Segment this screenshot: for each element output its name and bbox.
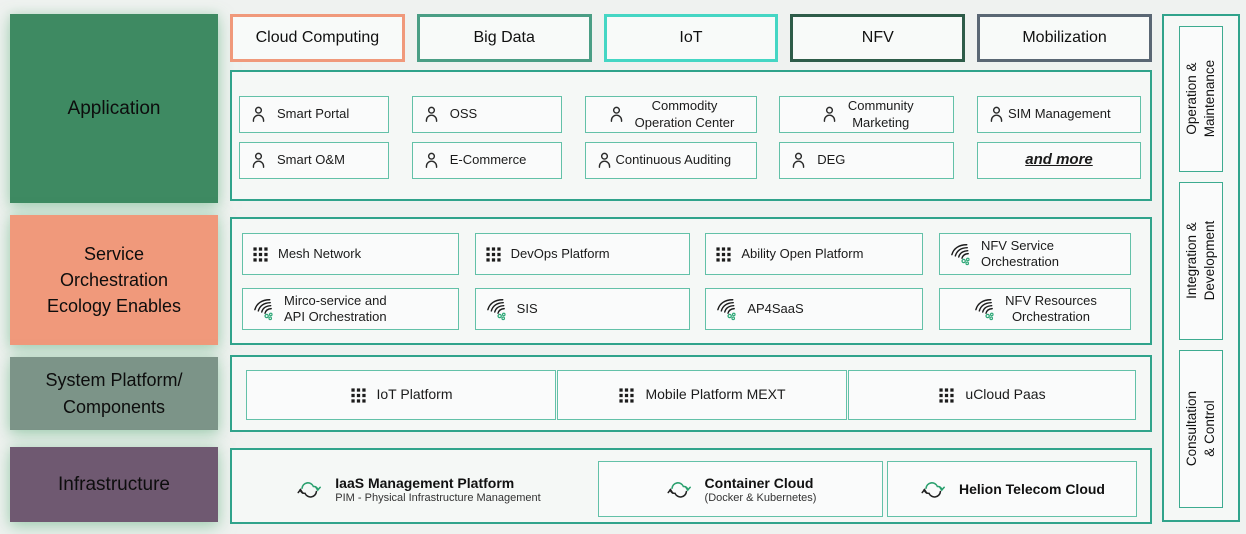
grid-icon xyxy=(252,246,269,263)
grid-icon xyxy=(938,387,955,404)
service-item-nfv-resources-orchestration: NFV Resources Orchestration xyxy=(938,288,1131,330)
and-more-label: and more xyxy=(1025,151,1093,169)
service-item-label: Mirco-service and API Orchestration xyxy=(284,292,387,324)
service-orchestration-panel: Mesh Network DevOps Platform Ability Ope… xyxy=(230,217,1152,345)
infrastructure-panel: IaaS Management Platform PIM - Physical … xyxy=(230,448,1152,524)
person-icon xyxy=(422,151,441,170)
orchestration-icon xyxy=(715,298,738,321)
system-item-ucloud-paas: uCloud Paas xyxy=(848,370,1136,420)
service-item-label: DevOps Platform xyxy=(510,245,610,261)
service-item-mesh-network: Mesh Network xyxy=(242,233,459,275)
infra-item-title: Helion Telecom Cloud xyxy=(959,481,1105,497)
service-item-label: SIS xyxy=(516,300,538,316)
grid-icon xyxy=(618,387,635,404)
person-icon xyxy=(820,105,839,124)
grid-icon xyxy=(350,387,367,404)
app-item-label: OSS xyxy=(449,106,478,122)
app-item-label: DEG xyxy=(817,152,846,168)
person-icon xyxy=(789,151,808,170)
system-item-mobile-platform-mext: Mobile Platform MEXT xyxy=(557,370,847,420)
app-item-e-commerce: E-Commerce xyxy=(411,142,562,179)
tab-iot: IoT xyxy=(603,14,779,62)
app-item-label: Community Marketing xyxy=(847,98,914,130)
system-item-label: IoT Platform xyxy=(376,386,453,403)
service-item-sis: SIS xyxy=(474,288,690,330)
tab-mobilization: Mobilization xyxy=(977,14,1152,62)
service-item-microservice-api-orchestration: Mirco-service and API Orchestration xyxy=(242,288,459,330)
tab-big-data: Big Data xyxy=(416,14,592,62)
cloud-sync-icon xyxy=(665,478,693,501)
section-label-infrastructure: Infrastructure xyxy=(10,447,218,522)
system-platform-panel: IoT Platform Mobile Platform MEXT uCloud… xyxy=(230,355,1152,432)
rail-item-consultation-control: Consultation & Control xyxy=(1179,350,1223,508)
app-item-commodity-operation-center: Commodity Operation Center xyxy=(584,96,757,133)
grid-icon xyxy=(715,246,732,263)
rail-item-label: Integration & Development xyxy=(1184,221,1218,301)
service-item-ap4saas: AP4SaaS xyxy=(705,288,924,330)
person-icon xyxy=(249,151,268,170)
cloud-sync-icon xyxy=(919,478,947,501)
orchestration-icon xyxy=(949,243,972,266)
rail-item-label: Operation & Maintenance xyxy=(1184,60,1217,138)
service-item-label: Ability Open Platform xyxy=(741,245,864,261)
system-item-iot-platform: IoT Platform xyxy=(246,370,556,420)
system-item-label: Mobile Platform MEXT xyxy=(645,386,786,403)
section-label-service-orchestration: Service Orchestration Ecology Enables xyxy=(10,215,218,345)
app-item-label: SIM Management xyxy=(1008,106,1111,122)
rail-item-operation-maintenance: Operation & Maintenance xyxy=(1179,26,1223,172)
service-item-nfv-service-orchestration: NFV Service Orchestration xyxy=(938,233,1131,275)
app-item-continuous-auditing: Continuous Auditing xyxy=(584,142,757,179)
app-item-smart-oandm: Smart O&M xyxy=(239,142,389,179)
app-item-community-marketing: Community Marketing xyxy=(779,96,955,133)
person-icon xyxy=(249,105,268,124)
orchestration-icon xyxy=(973,298,996,321)
cloud-sync-icon xyxy=(295,478,323,501)
service-item-label: NFV Resources Orchestration xyxy=(1005,292,1097,324)
orchestration-icon xyxy=(252,298,275,321)
person-icon xyxy=(422,105,441,124)
person-icon xyxy=(595,151,614,170)
service-item-devops-platform: DevOps Platform xyxy=(474,233,690,275)
service-item-label: NFV Service Orchestration xyxy=(980,237,1060,269)
infra-item-title: IaaS Management Platform xyxy=(335,474,515,491)
infra-item-subtitle: PIM - Physical Infrastructure Management xyxy=(335,491,541,504)
app-item-label: Smart Portal xyxy=(277,106,350,122)
rail-item-integration-development: Integration & Development xyxy=(1179,182,1223,340)
person-icon xyxy=(607,105,626,124)
orchestration-icon xyxy=(485,298,508,321)
app-item-label: Continuous Auditing xyxy=(615,152,732,168)
infra-item-subtitle: (Docker & Kubernetes) xyxy=(704,491,817,504)
grid-icon xyxy=(485,246,502,263)
rail-item-label: Consultation & Control xyxy=(1184,391,1217,467)
app-item-and-more: and more xyxy=(977,142,1141,179)
tab-nfv: NFV xyxy=(790,14,966,62)
service-item-label: AP4SaaS xyxy=(747,300,804,316)
app-item-label: Commodity Operation Center xyxy=(634,98,735,130)
service-item-label: Mesh Network xyxy=(278,245,362,261)
app-item-label: Smart O&M xyxy=(277,152,345,168)
infra-item-container-cloud: Container Cloud (Docker & Kubernetes) xyxy=(598,461,883,517)
app-item-sim-management: SIM Management xyxy=(977,96,1141,133)
application-panel: Smart Portal OSS Commodity Operation Cen… xyxy=(230,70,1152,201)
system-item-label: uCloud Paas xyxy=(965,386,1046,403)
section-label-system-platform: System Platform/ Components xyxy=(10,357,218,430)
app-item-label: E-Commerce xyxy=(449,152,527,168)
infra-item-iaas-management-platform: IaaS Management Platform PIM - Physical … xyxy=(242,461,594,517)
app-item-deg: DEG xyxy=(779,142,955,179)
app-item-smart-portal: Smart Portal xyxy=(239,96,389,133)
infra-item-helion-telecom-cloud: Helion Telecom Cloud xyxy=(887,461,1137,517)
technology-tabs: Cloud Computing Big Data IoT NFV Mobiliz… xyxy=(230,14,1152,62)
tab-cloud-computing: Cloud Computing xyxy=(230,14,405,62)
service-item-ability-open-platform: Ability Open Platform xyxy=(705,233,924,275)
app-item-oss: OSS xyxy=(411,96,562,133)
infra-item-title: Container Cloud xyxy=(704,474,814,491)
person-icon xyxy=(987,105,1006,124)
section-label-application: Application xyxy=(10,14,218,203)
right-services-rail: Operation & Maintenance Integration & De… xyxy=(1162,14,1240,522)
